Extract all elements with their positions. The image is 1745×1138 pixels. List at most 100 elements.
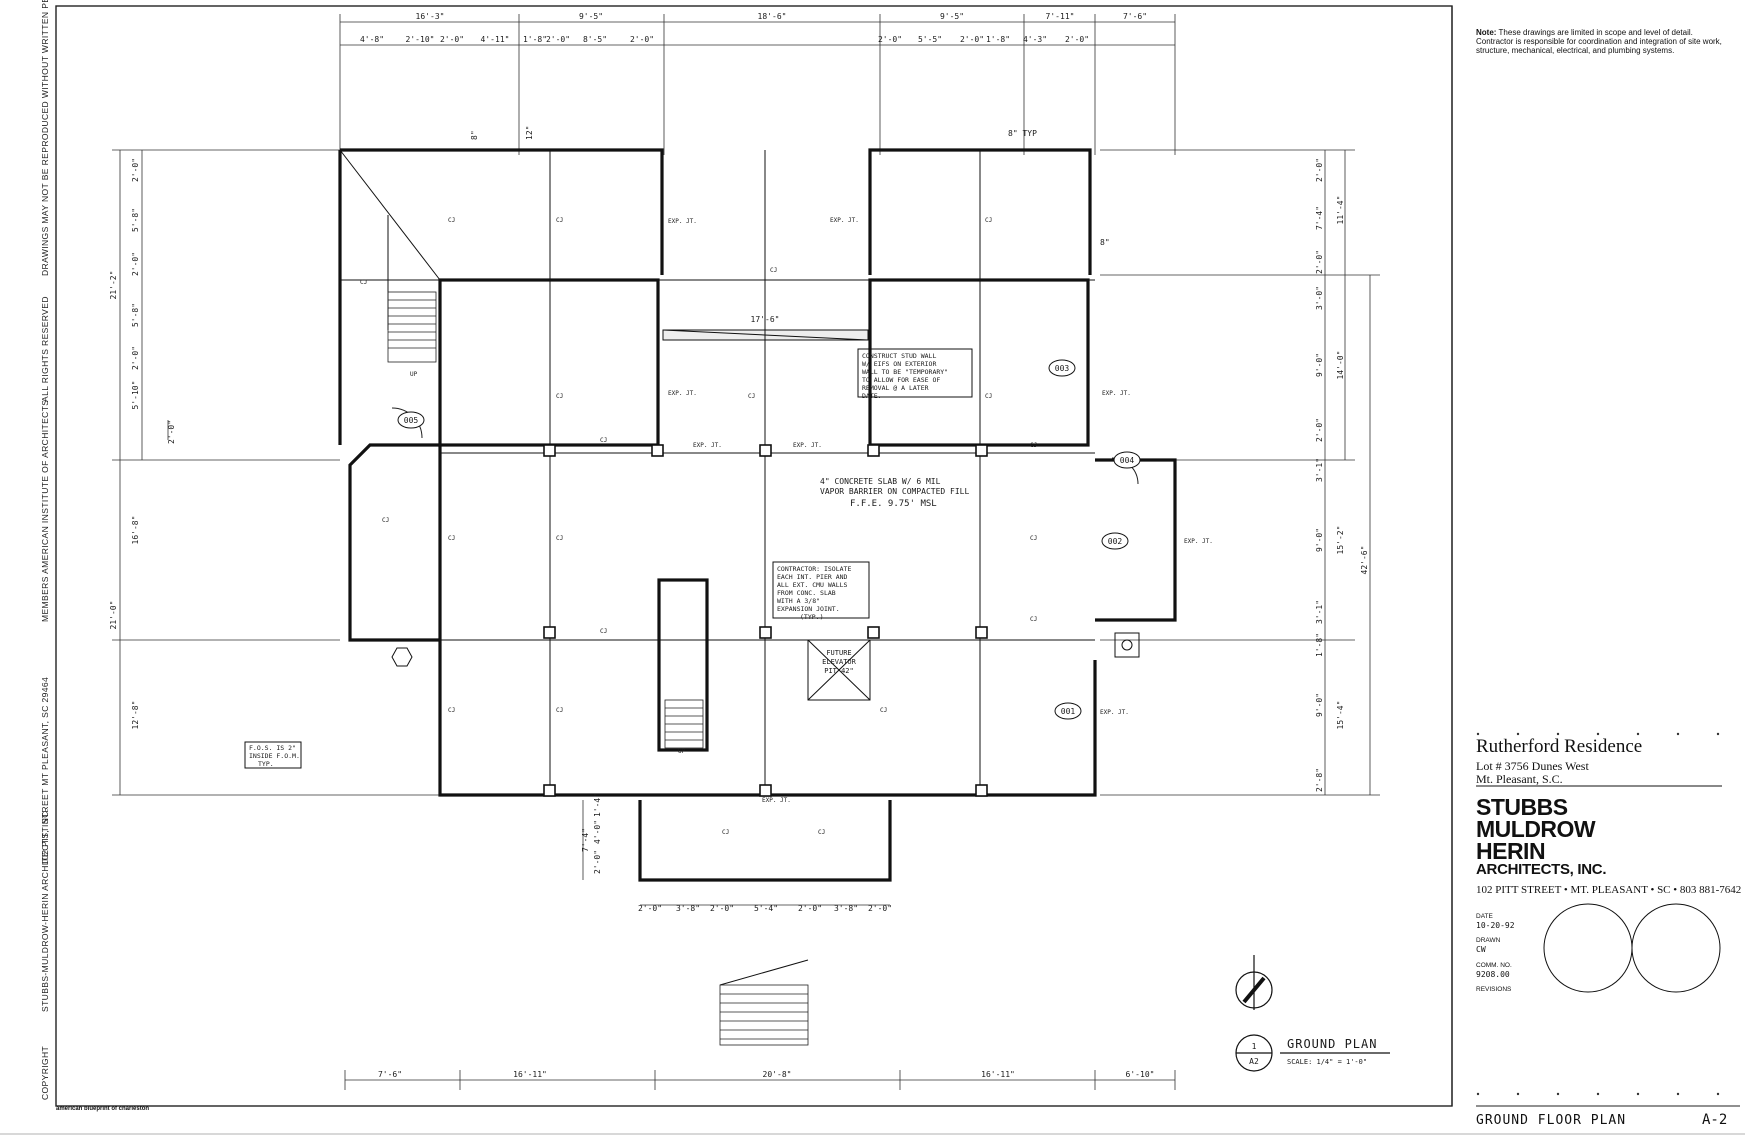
exp-jt-7: EXP. JT. [1184,538,1213,545]
dim-right-2: 7'-4" [1315,206,1324,230]
pier-mark-4: 8" [1100,238,1110,247]
project-lot: Lot # 3756 Dunes West [1476,759,1589,773]
fos-note-1: F.O.S. IS 2" [249,744,296,752]
slab-note-2: VAPOR BARRIER ON COMPACTED FILL [820,487,969,496]
up-label-1: UP [410,371,418,378]
dim-porch-side-4: 1'-4" [593,793,602,817]
cj-18: CJ [556,707,563,714]
contractor-note-5: WITH A 3/8" [777,597,820,605]
dim-top-6: 7'-6" [1123,12,1147,21]
dim-right-7: 3'-1" [1315,458,1324,482]
dim-right-6: 2'-0" [1315,418,1324,442]
elevator-note-2: ELEVATOR [822,658,857,666]
dim-right-overall-2: 14'-0" [1336,351,1345,380]
dim-right-4: 3'-0" [1315,286,1324,310]
dim-right-9: 3'-1" [1315,600,1324,624]
date-value: 10-20-92 [1476,921,1515,930]
dim-left-overall-1: 21'-2" [109,271,118,300]
dim-left-overall-3: 21'-0" [109,601,118,630]
dim-top-1: 16'-3" [416,12,445,21]
cj-9: CJ [600,437,607,444]
room-003: 003 [1055,364,1070,373]
dim-detail-l-1: 4'-8" [360,35,384,44]
dim-porch-side-3: 2'-0" [593,850,602,874]
cj-16: CJ [1030,616,1037,623]
exp-jt-4: EXP. JT. [693,442,722,449]
contractor-note-2: EACH INT. PIER AND [777,573,848,581]
cj-20: CJ [722,829,729,836]
dim-bottom-5: 6'-10" [1126,1070,1155,1079]
dim-detail-l-3: 2'-0" [440,35,464,44]
exp-jt-5: EXP. JT. [793,442,822,449]
dim-right-11: 9'-0" [1315,693,1324,717]
exp-jt-1: EXP. JT. [668,218,697,225]
dim-left-5: 2'-0" [131,346,140,370]
room-005: 005 [404,416,419,425]
dim-bottom-4: 16'-11" [981,1070,1015,1079]
dim-detail-r-1: 2'-0" [878,35,902,44]
firm-name-1: STUBBS [1476,794,1568,820]
dim-detail-l-2: 2'-10" [406,35,435,44]
dim-top-3: 18'-6" [758,12,787,21]
cj-17: CJ [448,707,455,714]
dim-bottom-2: 16'-11" [513,1070,547,1079]
slab-note-1: 4" CONCRETE SLAB W/ 6 MIL [820,477,941,486]
dim-left-3: 2'-0" [131,252,140,276]
contractor-note-7: (TYP.) [800,613,823,621]
cj-7: CJ [748,393,755,400]
dim-left-4: 5'-8" [131,303,140,327]
contractor-note-4: FROM CONC. SLAB [777,589,836,597]
cj-13: CJ [556,535,563,542]
dim-right-10: 1'-8" [1315,633,1324,657]
dim-porch-5: 2'-0" [798,904,822,913]
pier-mark-2: 12" [525,126,534,140]
dim-right-1: 2'-0" [1315,158,1324,182]
dim-bottom-3: 20'-8" [763,1070,792,1079]
elevator-note-3: PIT 42" [824,667,854,675]
exp-jt-3: EXP. JT. [668,390,697,397]
cj-14: CJ [1030,535,1037,542]
dim-porch-1: 2'-0" [638,904,662,913]
dim-right-total: 42'-6" [1360,546,1369,575]
cj-2: CJ [556,217,563,224]
dim-left-2: 5'-8" [131,208,140,232]
exp-jt-6: EXP. JT. [1102,390,1131,397]
cj-15: CJ [600,628,607,635]
dim-top-2: 9'-5" [579,12,603,21]
stud-note-6: DATE. [862,392,882,400]
comm-label: COMM. NO. [1476,962,1512,969]
plan-title-num: 1 [1252,1042,1257,1051]
exp-jt-2: EXP. JT. [830,217,859,224]
elevator-note-1: FUTURE [826,649,851,657]
dim-left-6: 5'-10" [131,381,140,410]
dim-porch-side-2: 4'-0" [593,820,602,844]
cj-21: CJ [818,829,825,836]
drawn-label: DRAWN [1476,937,1501,944]
printer-mark: american blueprint of charleston [56,1106,150,1112]
dim-porch-7: 2'-0" [868,904,892,913]
fos-note-3: TYP. [258,760,274,768]
sheet-number: A-2 [1702,1112,1728,1128]
dim-right-overall-3: 15'-2" [1336,526,1345,555]
cj-6: CJ [556,393,563,400]
stud-note-3: WALL TO BE "TEMPORARY" [862,368,948,376]
note-text: These drawings are limited in scope and … [1476,28,1722,55]
sheet-title: GROUND FLOOR PLAN [1476,1113,1627,1128]
project-city: Mt. Pleasant, S.C. [1476,772,1563,786]
fos-note-2: INSIDE F.O.M. [249,752,300,760]
stud-note-5: REMOVAL @ A LATER [862,384,929,392]
dim-right-overall-4: 15'-4" [1336,701,1345,730]
stud-note-2: W/ EIFS ON EXTERIOR [862,360,936,368]
general-note: Note: These drawings are limited in scop… [1476,28,1726,55]
dim-right-8: 9'-0" [1315,528,1324,552]
dim-right-12: 2'-8" [1315,768,1324,792]
contractor-note-6: EXPANSION JOINT. [777,605,840,613]
comm-value: 9208.00 [1476,970,1510,979]
dim-detail-r-2: 5'-5" [918,35,942,44]
dim-right-3: 2'-0" [1315,250,1324,274]
dim-detail-r-4: 1'-8" [986,35,1010,44]
firm-name-3: HERIN [1476,838,1546,864]
stud-note-1: CONSTRUCT STUD WALL [862,352,936,360]
dim-left-overall-4: 12'-8" [131,701,140,730]
